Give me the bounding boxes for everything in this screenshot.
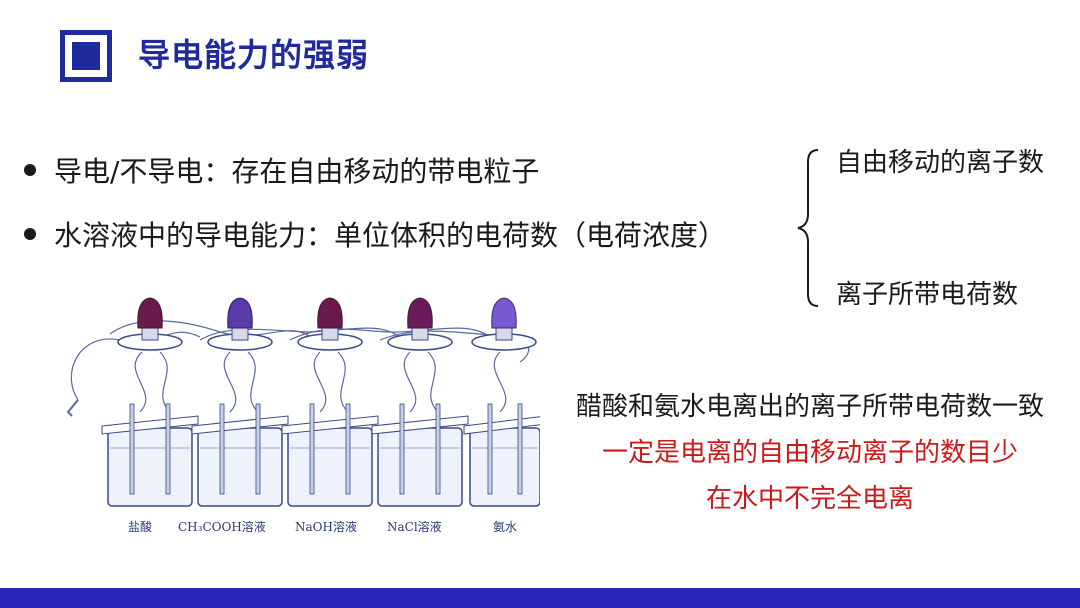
figure-caption-hcl: 盐酸 bbox=[128, 520, 153, 534]
page-title: 导电能力的强弱 bbox=[138, 36, 370, 74]
figure-caption-ammonia: 氨水 bbox=[493, 520, 518, 534]
bottom-bar bbox=[0, 588, 1080, 608]
bullet-item-2: 水溶液中的导电能力：单位体积的电荷数（电荷浓度） bbox=[24, 214, 726, 254]
figure-caption-naoh: NaOH溶液 bbox=[295, 520, 357, 534]
note-line-3: 在水中不完全电离 bbox=[705, 484, 914, 514]
note-line-1: 醋酸和氨水电离出的离子所带电荷数一致 bbox=[575, 392, 1044, 422]
bullet-dot-icon bbox=[24, 228, 36, 240]
brace-label-bottom: 离子所带电荷数 bbox=[836, 280, 1019, 310]
curly-brace-icon bbox=[797, 149, 819, 307]
bullet-item-1: 导电/不导电：存在自由移动的带电粒子 bbox=[24, 150, 539, 190]
note-line-2: 一定是电离的自由移动离子的数目少 bbox=[601, 438, 1018, 468]
brace-label-top: 自由移动的离子数 bbox=[836, 148, 1045, 178]
figure-caption-nacl: NaCl溶液 bbox=[387, 520, 442, 534]
bullet-text-2: 水溶液中的导电能力：单位体积的电荷数（电荷浓度） bbox=[54, 219, 727, 252]
bullet-text-1: 导电/不导电：存在自由移动的带电粒子 bbox=[54, 155, 540, 188]
title-square-icon bbox=[60, 30, 112, 82]
figure-caption-acetic-acid: CH₃COOH溶液 bbox=[178, 520, 266, 534]
conductivity-apparatus-figure bbox=[66, 297, 540, 507]
bullet-dot-icon bbox=[24, 164, 36, 176]
